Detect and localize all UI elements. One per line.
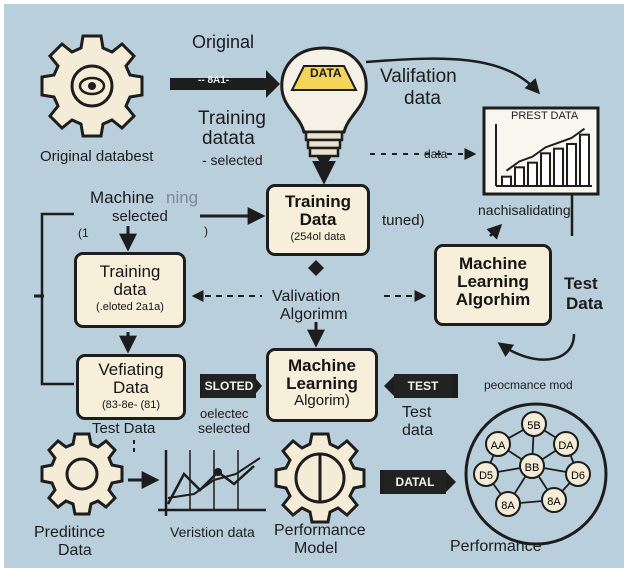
label-perf-mode: peocmance mod (484, 378, 573, 392)
label-paren-left: (1 (78, 226, 89, 240)
box-verifying-sub: (83-8e- (81) (101, 398, 161, 411)
gear-icon (40, 34, 144, 138)
box-ml-center-title2: Learning (286, 373, 358, 393)
label-predictive2: Data (58, 542, 92, 559)
chart-bar (514, 166, 525, 187)
box-training-center-title1: Training (284, 192, 352, 211)
label-original-db: Original databest (40, 148, 154, 165)
box-training-center: Training Data (254ol data (266, 184, 370, 256)
label-test-side2: Data (566, 294, 603, 313)
box-ml-center-title1: Machine (287, 356, 357, 375)
box-ml-right-title1: Machine (458, 254, 528, 273)
box-training-left-sub: (.eloted 2a1a) (96, 300, 164, 313)
box-verifying-title2: Data (113, 377, 149, 397)
network-node: 5B (521, 411, 547, 437)
chart-title: PREST DATA (511, 110, 579, 122)
box-training-left-title2: data (113, 279, 147, 299)
label-selected-small: - selected (202, 152, 263, 168)
label-test-data-left: Test Data (92, 420, 156, 437)
label-original-top: Original (192, 32, 255, 52)
label-test-mid2: data (402, 422, 434, 439)
label-validation-algo2: Algorimm (280, 306, 348, 323)
box-ml-center-title3: Algorim) (294, 391, 350, 409)
tag-sloted: SLOTED (202, 374, 256, 398)
diagram-graphics (34, 34, 608, 546)
network-node: 8A (541, 487, 567, 513)
label-test-side1: Test (564, 274, 598, 293)
label-dash-data: data (424, 147, 448, 161)
left-loop-line (40, 212, 74, 386)
label-validation-algo1: Valivation (272, 288, 341, 305)
network-node: 8A (495, 491, 521, 517)
network-node: BB (519, 453, 545, 479)
box-training-left-title1: Training (99, 262, 161, 281)
label-training-top2: datata (202, 128, 255, 149)
network-node: D6 (565, 461, 591, 487)
label-bulb: DATA (310, 66, 342, 80)
box-ml-center: Machine Learning Algorim) (266, 348, 378, 422)
label-verist: Veristion data (170, 524, 255, 540)
label-nachi: nachisalidating (478, 202, 571, 218)
label-test-mid1: Test (402, 404, 432, 421)
network-node: D5 (473, 461, 499, 487)
chart-bar (566, 143, 577, 187)
label-paren-right: ) (204, 224, 208, 238)
chart-bar (501, 175, 512, 188)
box-verifying: Vefiating Data (83-8e- (81) (76, 354, 186, 420)
label-predictive1: Preditince (34, 524, 106, 541)
box-ml-right-title3: Algorhim (455, 289, 531, 309)
line-chart-bottom (158, 450, 266, 516)
label-tuned: tuned) (382, 212, 425, 229)
tag-test: TEST (394, 374, 452, 398)
label-training-top: Training (198, 108, 266, 129)
label-perf-model2: Model (294, 540, 338, 557)
label-selected-mid2: selected (198, 420, 251, 436)
box-training-center-sub: (254ol data (290, 230, 346, 243)
chart-bar (579, 133, 590, 188)
label-machine-left: Machine (90, 188, 155, 207)
tag-datal: DATAL (384, 470, 446, 494)
label-arrow-top: -- 8A1- (198, 75, 230, 86)
gear-icon-performance (274, 432, 366, 524)
arrow-to-chart (365, 57, 541, 95)
box-ml-right-title2: Learning (457, 271, 529, 291)
label-machine-left-blur: ning (166, 188, 199, 207)
gear-icon-bottom (40, 432, 124, 516)
label-validation-title2: data (404, 88, 441, 109)
label-selected-left: selected (112, 208, 168, 225)
arrow-to-ml-right (486, 223, 503, 240)
box-training-center-title2: Data (299, 209, 337, 229)
chart-bar (553, 147, 564, 188)
label-validation-title: Valifation (380, 66, 457, 87)
lightbulb-icon (280, 46, 368, 162)
box-verifying-title1: Vefiating (98, 360, 164, 379)
diamond-connector (308, 260, 324, 276)
chart-panel (482, 106, 600, 196)
arrow-loop-back (497, 333, 576, 361)
network-node: AA (485, 431, 511, 457)
label-selected-mid1: oelectec (200, 406, 249, 421)
box-ml-right: Machine Learning Algorhim (434, 244, 552, 326)
label-perf-model1: Performance (274, 522, 366, 539)
chart-bar (540, 152, 551, 187)
box-training-left: Training data (.eloted 2a1a) (74, 252, 186, 328)
chart-bar (527, 161, 538, 188)
diagram-canvas: Original -- 8A1- DATA Valifation data Tr… (4, 4, 624, 568)
arrow-original-to-bulb (170, 70, 280, 98)
network-node: DA (553, 431, 579, 457)
label-performance: Performance (450, 538, 542, 555)
